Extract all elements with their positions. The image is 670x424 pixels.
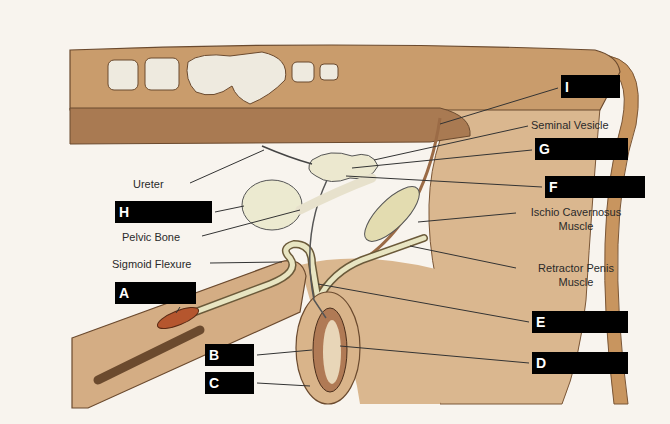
retractor-penis-muscle bbox=[318, 118, 440, 290]
preputial-cavity bbox=[98, 330, 200, 380]
part-label: Ischio Cavernosus Muscle bbox=[531, 206, 622, 232]
part-label: Ureter bbox=[133, 178, 164, 190]
leader-line bbox=[257, 383, 310, 386]
vertebra bbox=[320, 64, 338, 80]
leader-line bbox=[410, 246, 516, 268]
callout-box: B bbox=[205, 344, 254, 366]
callout-letter: I bbox=[561, 76, 569, 99]
spine-band bbox=[70, 45, 620, 110]
callout-box: F bbox=[545, 176, 645, 198]
callout-letter: A bbox=[115, 282, 129, 304]
leader-line bbox=[318, 284, 529, 322]
glans bbox=[155, 303, 201, 332]
part-label-box: Ischio Cavernosus Muscle bbox=[520, 205, 632, 233]
part-label-box: Sigmoid Flexure bbox=[112, 257, 191, 271]
part-label: Seminal Vesicle bbox=[531, 119, 609, 131]
callout-box: G bbox=[535, 138, 628, 160]
penis bbox=[190, 238, 424, 314]
callout-letter: H bbox=[115, 201, 129, 223]
vertebra bbox=[292, 62, 314, 82]
part-label-box: Pelvic Bone bbox=[122, 230, 180, 244]
belly-skin bbox=[300, 259, 440, 404]
callout-letter: B bbox=[205, 344, 219, 366]
callout-box: C bbox=[205, 372, 254, 394]
part-label: Retractor Penis Muscle bbox=[538, 262, 614, 288]
leader-line bbox=[257, 350, 312, 355]
ischio-cavernosus-muscle bbox=[357, 179, 428, 250]
leader-line bbox=[340, 346, 529, 363]
callout-box: I bbox=[561, 75, 620, 98]
leader-line bbox=[215, 206, 244, 212]
rectum bbox=[70, 108, 470, 144]
callout-box: E bbox=[532, 311, 628, 333]
leader-lines bbox=[176, 88, 558, 386]
testis-core bbox=[323, 320, 341, 384]
callout-letter: D bbox=[532, 352, 546, 374]
part-label: Sigmoid Flexure bbox=[112, 258, 191, 270]
part-label-box: Ureter bbox=[133, 177, 164, 191]
leader-line bbox=[352, 150, 532, 168]
penis-outline bbox=[190, 238, 424, 314]
vertebra bbox=[145, 58, 179, 90]
sacrum bbox=[187, 52, 286, 104]
vertebra bbox=[108, 60, 138, 90]
testis bbox=[313, 308, 347, 392]
leader-line bbox=[418, 213, 516, 222]
callout-letter: E bbox=[532, 311, 545, 333]
callout-box: H bbox=[115, 201, 212, 223]
leader-line bbox=[210, 262, 282, 263]
callout-letter: F bbox=[545, 176, 558, 198]
callout-box: A bbox=[115, 282, 196, 304]
leader-line bbox=[374, 126, 528, 160]
callout-letter: G bbox=[535, 138, 550, 160]
part-label-box: Seminal Vesicle bbox=[531, 118, 609, 132]
part-label: Pelvic Bone bbox=[122, 231, 180, 243]
leader-line bbox=[176, 307, 180, 313]
callout-letter: C bbox=[205, 372, 219, 394]
leader-line bbox=[346, 176, 542, 187]
pelvic-bone bbox=[300, 178, 372, 210]
callout-box: D bbox=[532, 352, 628, 374]
part-label-box: Retractor Penis Muscle bbox=[520, 261, 632, 289]
scrotum bbox=[296, 292, 360, 404]
leader-line bbox=[202, 210, 300, 236]
leader-line bbox=[440, 88, 558, 124]
ureter bbox=[262, 146, 312, 164]
leader-line bbox=[190, 150, 264, 183]
